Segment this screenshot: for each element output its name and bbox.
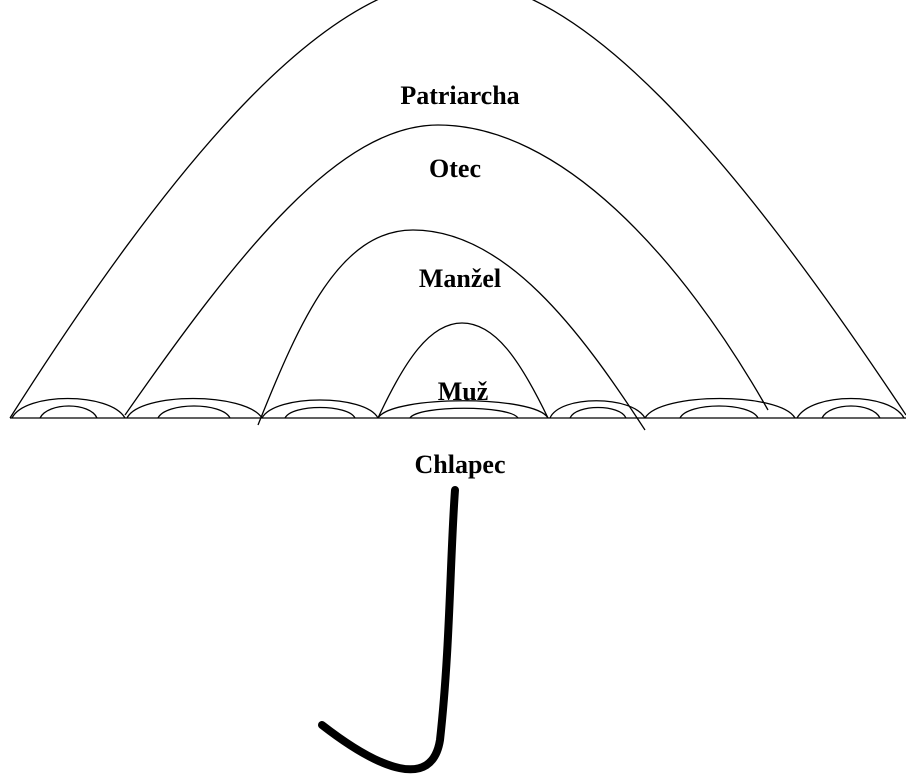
label-husband: Manžel: [419, 264, 501, 293]
label-boy: Chlapec: [415, 450, 506, 479]
arch-patriarch: [9, 0, 906, 419]
arch-father: [124, 124, 769, 416]
rim-scallop-inner: [284, 406, 356, 419]
arch-man: [377, 322, 549, 419]
rim-scallop: [126, 397, 263, 419]
rim-scallop-inner: [569, 406, 627, 419]
rim-scallop: [644, 397, 796, 419]
label-father: Otec: [429, 154, 481, 183]
rim-scallop-inner: [409, 407, 519, 419]
rim-scallop: [11, 397, 126, 419]
label-patriarch: Patriarcha: [400, 81, 519, 110]
rim-scallop: [796, 397, 905, 419]
rim-scallop-inner: [679, 405, 759, 419]
label-man: Muž: [438, 377, 489, 406]
rim-scallop: [549, 400, 646, 419]
arch-husband: [257, 229, 646, 431]
rim-scallop-inner: [157, 405, 231, 419]
rim-scallop-inner: [821, 405, 881, 419]
rim-scallop: [261, 399, 379, 419]
umbrella-rim: [10, 397, 906, 419]
rim-scallop-inner: [39, 405, 98, 419]
rim-scallop: [377, 400, 549, 419]
umbrella-handle: [318, 486, 459, 774]
